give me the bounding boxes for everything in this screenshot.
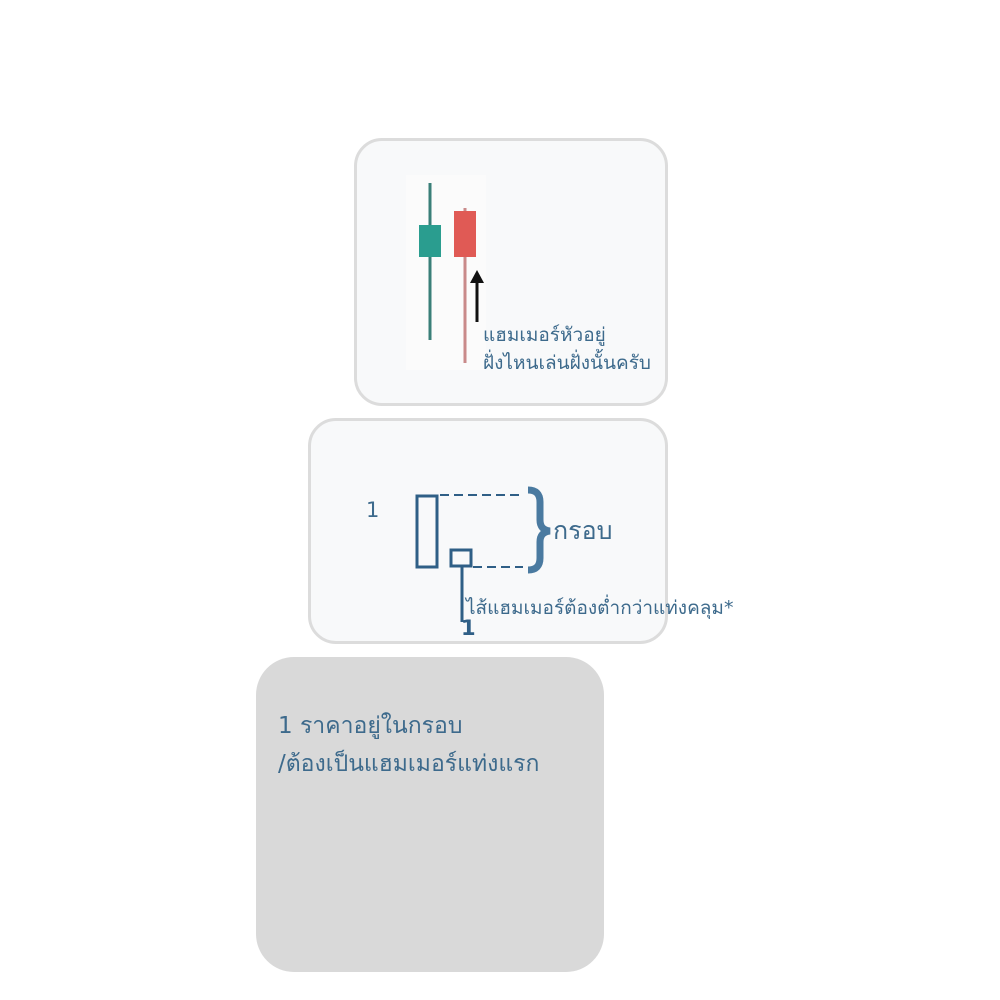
wick-note: ไส้แฮมเมอร์ต้องต่ำกว่าแท่งคลุม*	[466, 597, 734, 619]
engulfing-candle	[415, 494, 439, 569]
green-candle-body	[419, 225, 441, 257]
chart-thumbnail-bg	[406, 175, 486, 370]
rule-line2: /ต้องเป็นแฮมเมอร์แท่งแรก	[278, 751, 540, 777]
index-label: 1	[366, 498, 380, 522]
frame-label: กรอบ	[553, 516, 613, 545]
hammer-candle	[449, 548, 473, 568]
curly-brace-icon	[527, 486, 551, 574]
wick-number: 1	[461, 616, 476, 640]
red-candle-body	[454, 211, 476, 257]
card1-caption-line1: แฮมเมอร์หัวอยู่	[483, 324, 606, 346]
card1-caption-line2: ฝั่งไหนเล่นฝั่งนั้นครับ	[483, 352, 651, 374]
rule-line1: 1 ราคาอยู่ในกรอบ	[278, 713, 463, 739]
rule-note-card	[256, 657, 604, 972]
frame-diagram-card	[308, 418, 668, 644]
arrow-head	[470, 270, 484, 283]
